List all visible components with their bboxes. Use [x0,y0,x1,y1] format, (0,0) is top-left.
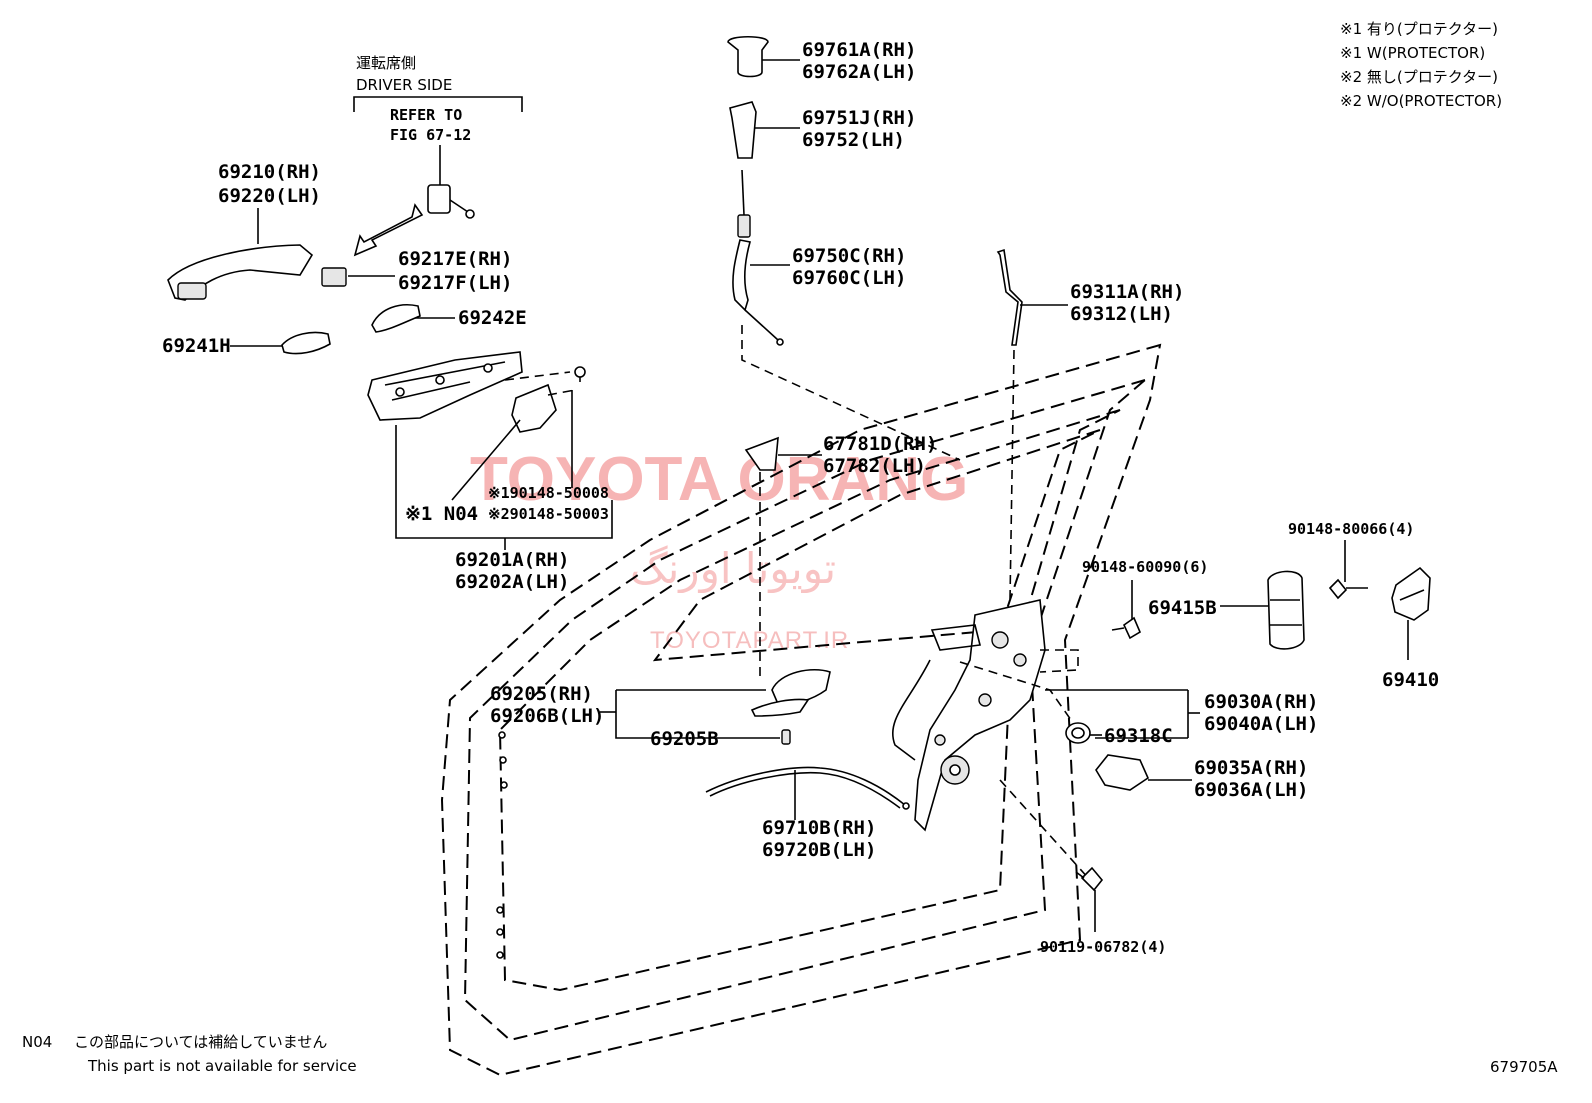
label-69242E: 69242E [458,307,527,329]
label-69210: 69210(RH) [218,161,321,183]
screw-60090-icon [1122,616,1142,640]
watermark-site: TOYOTAPART.IR [650,627,849,654]
door-lock-icon [914,599,1046,832]
legend-line-1: ※1 有り(プロテクター) [1340,20,1498,38]
label-69201A: 69201A(RH) [455,549,569,571]
label-69217F: 69217F(LH) [398,272,512,294]
label-69318C: 69318C [1104,725,1173,747]
cable-group: 69710B(RH) 69720B(LH) [705,766,910,861]
handle-cap-icon [321,267,347,287]
footer-code: N04 [22,1033,52,1051]
door-frame [440,343,1162,1077]
label-290148: ※290148-50003 [488,505,609,523]
handle-plug-icon [781,729,791,745]
label-69206B: 69206B(LH) [490,705,604,727]
striker-icon [1391,566,1431,621]
watermark-brand: TOYOTA ORANG [470,445,968,514]
refer-fig-text: FIG 67-12 [390,126,471,144]
label-90119: 90119-06782(4) [1040,938,1166,956]
label-69415B: 69415B [1148,597,1217,619]
lock-rod-group: 69311A(RH) 69312(LH) [996,248,1184,601]
lock-cover-group: 69035A(RH) 69036A(LH) [1095,754,1308,801]
watermark-persian: تویوتا اورنگ [630,544,836,593]
label-69410: 69410 [1382,669,1439,691]
label-67782: 67782(LH) [823,455,926,477]
label-69205: 69205(RH) [490,683,593,705]
lock-cover-icon [1095,754,1150,791]
cylinder-cap-icon [727,35,769,78]
label-67781D: 67781D(RH) [823,433,937,455]
footer-note-en: This part is not available for service [87,1057,357,1075]
footer-note-jp: この部品については補給していません [74,1033,327,1051]
screw-60090-group: 90148-60090(6) [1082,558,1208,640]
label-69241H: 69241H [162,335,231,357]
label-69036A: 69036A(LH) [1194,779,1308,801]
grommet-group: 69318C [1065,722,1173,747]
legend: ※1 有り(プロテクター) ※1 W(PROTECTOR) ※2 無し(プロテク… [1340,20,1502,110]
legend-line-4: ※2 W/O(PROTECTOR) [1340,92,1502,110]
driver-side-jp: 運転席側 [356,54,416,72]
screw-icon [574,366,586,378]
label-69710B: 69710B(RH) [762,817,876,839]
footer: N04 この部品については補給していません This part is not a… [22,1033,1558,1076]
label-69205B: 69205B [650,728,719,750]
label-69035A: 69035A(RH) [1194,757,1308,779]
screw-80066-icon [1328,578,1348,600]
pad-69242e-icon [371,304,421,333]
outside-handle-group: 69210(RH) 69220(LH) 69217E(RH) 69217F(LH… [162,161,527,357]
bolt-group: 90119-06782(4) [1040,866,1166,956]
label-N04: ※1 N04 [405,503,478,525]
label-90148-80066: 90148-80066(4) [1288,520,1414,538]
label-69720B: 69720B(LH) [762,839,876,861]
legend-line-3: ※2 無し(プロテクター) [1340,68,1498,86]
refer-to-text: REFER TO [390,106,462,124]
driver-side-group: 運転席側 DRIVER SIDE REFER TO FIG 67-12 [353,54,523,257]
striker-cover-icon [1267,570,1305,650]
lock-cylinder-group: 69761A(RH) 69762A(LH) 69751J(RH) 69752(L… [727,35,961,461]
driver-side-en: DRIVER SIDE [356,76,452,94]
handle-frame-icon [367,351,523,421]
direction-arrow-icon [353,203,424,257]
label-69761A: 69761A(RH) [802,39,916,61]
label-90148-60090: 90148-60090(6) [1082,558,1208,576]
label-69752: 69752(LH) [802,129,905,151]
frame-cover-group: 67781D(RH) 67782(LH) [744,433,937,680]
lock-cylinder-icon [729,101,757,159]
frame-cover-icon [744,436,779,471]
pad-69241h-icon [281,331,331,355]
label-69312: 69312(LH) [1070,303,1173,325]
label-69220: 69220(LH) [218,185,321,207]
inside-handle-group: 69205(RH) 69206B(LH) 69205B [490,668,831,750]
label-69040A: 69040A(LH) [1204,713,1318,735]
label-69217E: 69217E(RH) [398,248,512,270]
striker-cover-group: 69415B [1148,570,1305,650]
label-69202A: 69202A(LH) [455,571,569,593]
bolt-icon [1080,866,1104,892]
label-69030A: 69030A(RH) [1204,691,1318,713]
label-190148: ※190148-50008 [488,484,609,502]
door-lock-group: 69030A(RH) 69040A(LH) [891,599,1318,881]
label-69750C: 69750C(RH) [792,245,906,267]
frame-assembly-group: ※190148-50008 ※290148-50003 ※1 N04 69201… [367,351,613,593]
lock-rod-icon [732,239,752,312]
label-69311A: 69311A(RH) [1070,281,1184,303]
frame-bracket-icon [511,383,557,433]
legend-line-2: ※1 W(PROTECTOR) [1340,44,1485,62]
striker-group: 90148-80066(4) 69410 [1288,520,1439,691]
label-69762A: 69762A(LH) [802,61,916,83]
label-69751J: 69751J(RH) [802,107,916,129]
figure-id: 679705A [1490,1058,1558,1076]
label-69760C: 69760C(LH) [792,267,906,289]
